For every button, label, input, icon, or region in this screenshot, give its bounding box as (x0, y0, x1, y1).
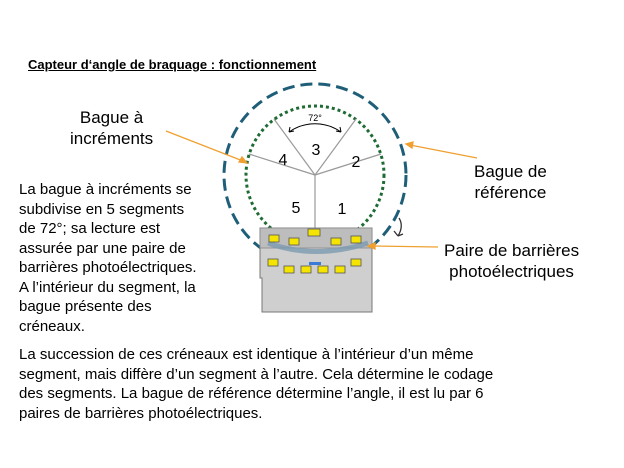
photoelectric-sensor (259, 227, 373, 313)
page-title: Capteur d‘angle de braquage : fonctionne… (28, 57, 317, 72)
angle-arc (288, 123, 342, 133)
pointer-bague-increments (165, 130, 244, 162)
segment-4: 4 (279, 152, 288, 169)
pointer-paire-barrieres (371, 245, 439, 248)
rotation-arrow (397, 217, 402, 237)
label-bague-reference: Bague de référence (474, 162, 547, 202)
reference-ring (222, 82, 408, 268)
segment-5: 5 (292, 200, 301, 217)
segment-1: 1 (338, 201, 347, 218)
segment-3: 3 (312, 142, 321, 159)
paragraph-bottom: La succession de ces créneaux est identi… (19, 346, 494, 422)
label-bague-increments: Bague à incréments (70, 108, 154, 148)
paragraph-left: La bague à incréments se subdivise en 5 … (19, 181, 197, 335)
label-paire-barrieres: Paire de barrières photoélectriques (444, 241, 580, 281)
angle-label: 72° (308, 113, 322, 123)
segment-2: 2 (352, 154, 361, 171)
pointer-bague-reference (409, 144, 478, 159)
